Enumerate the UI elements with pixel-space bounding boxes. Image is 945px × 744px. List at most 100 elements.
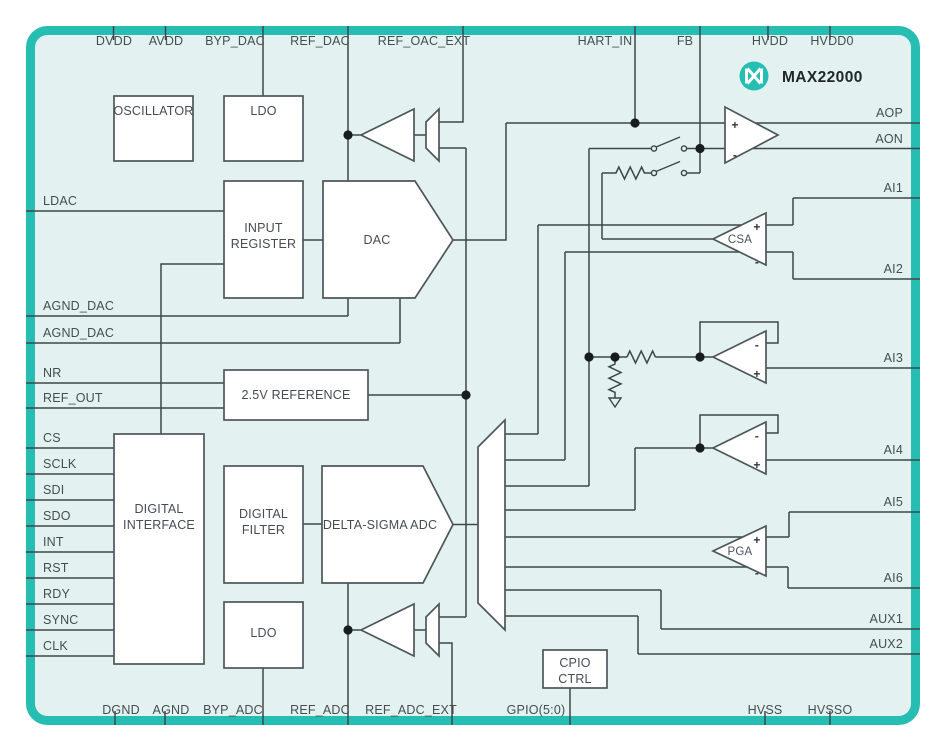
switch2-contact-right bbox=[680, 169, 688, 177]
left-pin-labels: LDAC AGND_DAC AGND_DAC NR REF_OUT CS SCL… bbox=[43, 194, 114, 653]
digital-filter-label-1: DIGITAL bbox=[239, 507, 288, 521]
pin-label-ai3: AI3 bbox=[884, 351, 903, 365]
pin-label-ref-dac: REF_DAC bbox=[290, 34, 350, 48]
wire-spi-pins bbox=[26, 447, 114, 657]
adc-block bbox=[321, 465, 454, 584]
pin-label-aux2: AUX2 bbox=[870, 637, 903, 651]
wire-ai6-pin bbox=[787, 567, 920, 589]
dac-ref-buffer-amp bbox=[359, 107, 415, 163]
pin-label-aop: AOP bbox=[876, 106, 903, 120]
junction-ai3-out bbox=[695, 352, 705, 362]
ldo-dac-label: LDO bbox=[250, 104, 276, 118]
adc-input-mux bbox=[477, 417, 506, 633]
junction-ref-adc bbox=[343, 625, 353, 635]
pin-label-ai2: AI2 bbox=[884, 262, 903, 276]
digital-interface-label-2: INTERFACE bbox=[123, 518, 195, 532]
pin-label-rst: RST bbox=[43, 561, 69, 575]
wire-aux2 bbox=[505, 615, 920, 655]
ldo-adc-label: LDO bbox=[250, 626, 276, 640]
pin-label-ldac: LDAC bbox=[43, 194, 77, 208]
pin-label-dvdd: DVDD bbox=[96, 34, 132, 48]
wire-ref-adc-ext bbox=[439, 642, 453, 725]
pin-label-rdy: RDY bbox=[43, 587, 70, 601]
wire-agnd-dac-1 bbox=[26, 298, 349, 317]
amp-labels: + - + CSA - - + - + + PGA - bbox=[728, 118, 761, 580]
oscillator-block bbox=[113, 95, 194, 162]
pin-label-aon: AON bbox=[875, 132, 903, 146]
block-labels: OSCILLATOR LDO INPUT REGISTER DAC 2.5V R… bbox=[113, 104, 591, 686]
junction-ai4-out bbox=[695, 443, 705, 453]
pin-label-ref-out: REF_OUT bbox=[43, 391, 103, 405]
input-register-label-2: REGISTER bbox=[231, 237, 297, 251]
output-amp-plus: + bbox=[731, 118, 738, 132]
junction-ref-rail bbox=[461, 390, 471, 400]
blocks bbox=[113, 95, 780, 689]
brand: MAX22000 bbox=[739, 61, 862, 91]
reference-block bbox=[223, 369, 369, 421]
wire-ref-rail bbox=[439, 147, 467, 618]
digital-interface-block bbox=[113, 433, 205, 665]
pin-label-sclk: SCLK bbox=[43, 457, 77, 471]
pin-label-byp-dac: BYP_DAC bbox=[205, 34, 265, 48]
reference-label: 2.5V REFERENCE bbox=[241, 388, 350, 402]
pin-label-ai6: AI6 bbox=[884, 571, 903, 585]
pga-minus: - bbox=[755, 566, 759, 580]
junction-ai3-a bbox=[584, 352, 594, 362]
pin-label-hvsso: HVSSO bbox=[808, 703, 853, 717]
dac-ref-mux bbox=[425, 106, 440, 164]
pin-label-hvss: HVSS bbox=[748, 703, 783, 717]
switch2-contact-left bbox=[650, 169, 658, 177]
ai3-amp-plus: + bbox=[753, 367, 760, 381]
wire-switch2-resistor bbox=[602, 165, 652, 181]
adc-ref-buffer-amp bbox=[359, 602, 415, 658]
switches bbox=[650, 136, 688, 177]
ai4-amp-minus: - bbox=[755, 429, 759, 443]
pin-label-ref-adc: REF_ADC bbox=[290, 703, 350, 717]
ai4-amp-plus: + bbox=[753, 458, 760, 472]
pin-label-hvdd: HVDD bbox=[752, 34, 788, 48]
pin-label-dgnd: DGND bbox=[102, 703, 140, 717]
dac-block bbox=[322, 180, 455, 299]
wire-dac-output bbox=[453, 123, 507, 241]
pin-label-ref-adc-ext: REF_ADC_EXT bbox=[365, 703, 457, 717]
adc-label: DELTA-SIGMA ADC bbox=[323, 518, 437, 532]
ai3-amp-minus: - bbox=[755, 338, 759, 352]
bottom-pin-labels: DGND AGND BYP_ADC REF_ADC REF_ADC_EXT GP… bbox=[102, 703, 852, 717]
csa-plus: + bbox=[753, 220, 760, 234]
wire-csa-output bbox=[601, 173, 713, 240]
pin-label-clk: CLK bbox=[43, 639, 68, 653]
pin-label-gpio: GPIO(5:0) bbox=[507, 703, 566, 717]
wire-agnd-dac-2 bbox=[26, 298, 401, 344]
wire-aux1 bbox=[505, 589, 920, 630]
top-pin-labels: DVDD AVDD BYP_DAC REF_DAC REF_OAC_EXT HA… bbox=[96, 34, 854, 48]
pin-label-aux1: AUX1 bbox=[870, 612, 903, 626]
ldo-adc-block bbox=[223, 601, 304, 669]
oscillator-label: OSCILLATOR bbox=[113, 104, 193, 118]
digital-filter-block bbox=[223, 465, 304, 584]
ldo-dac-block bbox=[223, 95, 304, 162]
junction-ai3-b bbox=[610, 352, 620, 362]
gpio-ctrl-block bbox=[542, 649, 608, 689]
gpio-ctrl-label-2: CTRL bbox=[558, 672, 591, 686]
ai3-buffer-amp bbox=[711, 329, 767, 385]
csa-minus: - bbox=[755, 255, 759, 269]
maxim-logo-x bbox=[746, 67, 762, 85]
wire-top-pin-ticks bbox=[112, 26, 831, 40]
wire-ai5-pin bbox=[788, 511, 920, 537]
pin-label-ai4: AI4 bbox=[884, 443, 903, 457]
switch1-contact-left bbox=[650, 145, 658, 152]
wire-ai1-pin bbox=[792, 197, 920, 225]
wire-ref-oac-ext bbox=[439, 26, 464, 123]
pin-label-byp-adc: BYP_ADC bbox=[203, 703, 263, 717]
wire-ai2-pin bbox=[792, 252, 920, 280]
maxim-logo-bars bbox=[745, 68, 763, 84]
pin-label-cs: CS bbox=[43, 431, 61, 445]
adc-ref-mux bbox=[425, 601, 440, 659]
pin-label-agnd-dac-1: AGND_DAC bbox=[43, 299, 114, 313]
junction-dots bbox=[343, 118, 705, 635]
pin-label-nr: NR bbox=[43, 366, 61, 380]
ai4-buffer-amp bbox=[711, 420, 767, 476]
output-amp bbox=[724, 105, 780, 165]
dac-label: DAC bbox=[364, 233, 391, 247]
